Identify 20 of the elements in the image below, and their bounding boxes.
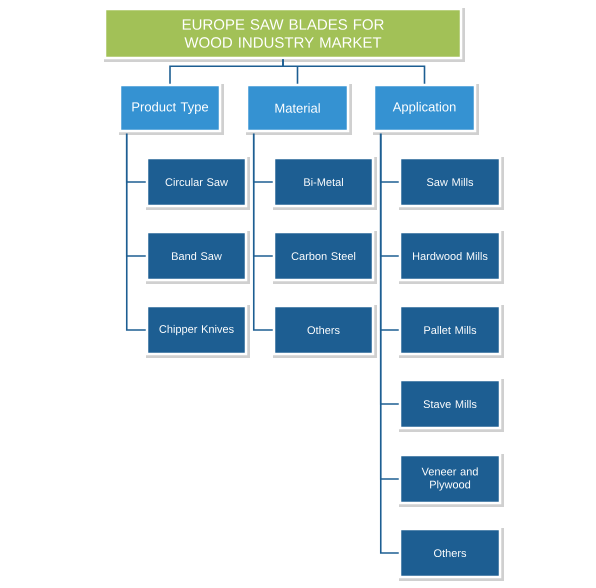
item-box: Pallet Mills <box>398 304 504 358</box>
item-box: Hardwood Mills <box>398 230 504 284</box>
root-box: EUROPE SAW BLADES FOR WOOD INDUSTRY MARKET <box>104 8 465 62</box>
item-box: Bi-Metal <box>272 156 377 210</box>
connector-line <box>380 133 399 554</box>
item-box: Carbon Steel <box>272 230 377 284</box>
item-box: Veneer and Plywood <box>398 454 504 507</box>
item-box: Circular Saw <box>146 156 250 210</box>
category-box: Application <box>372 84 479 135</box>
connector-line <box>252 133 273 331</box>
item-box: Saw Mills <box>398 156 504 210</box>
item-box: Chipper Knives <box>146 304 250 358</box>
connector-line <box>126 133 146 331</box>
item-box: Stave Mills <box>398 378 504 432</box>
category-box: Product Type <box>118 84 224 135</box>
category-box: Material <box>246 84 352 135</box>
item-box: Others <box>272 304 377 358</box>
connector-line <box>282 59 426 84</box>
item-box: Band Saw <box>146 230 250 284</box>
item-box: Others <box>398 528 504 581</box>
